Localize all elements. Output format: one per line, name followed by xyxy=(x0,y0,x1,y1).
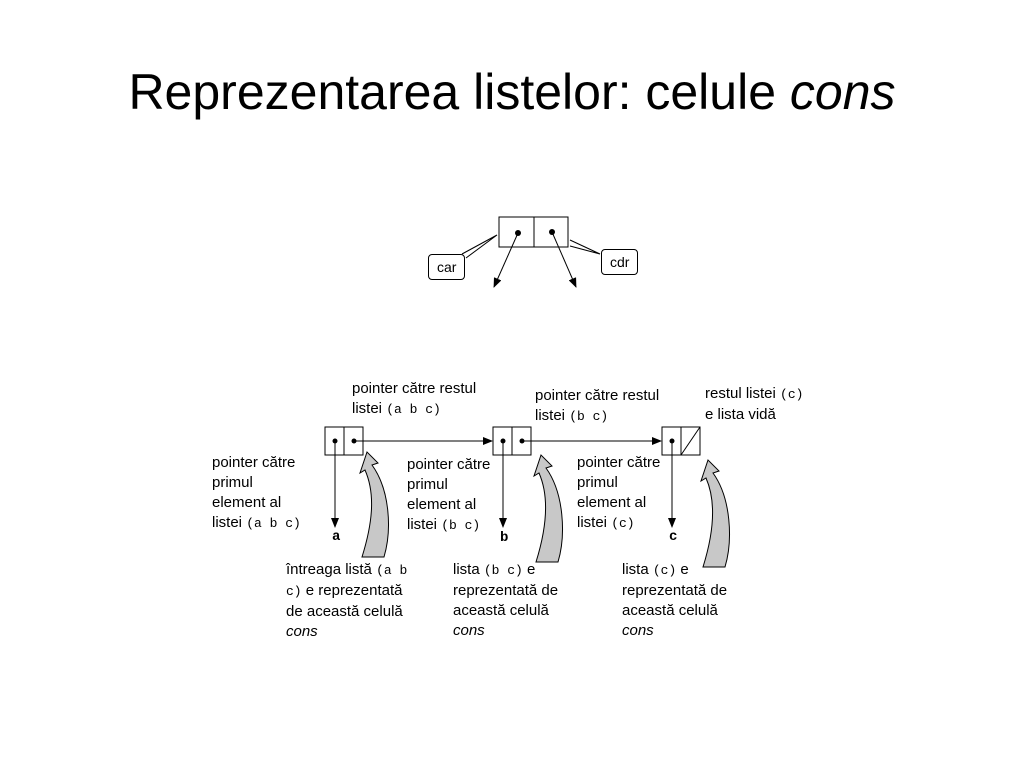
curved-arrow-2 xyxy=(533,454,563,563)
top-car-arrow xyxy=(493,232,519,288)
cons-cell-3 xyxy=(661,426,701,456)
rest-label-1: pointer către restul listei (a b c) xyxy=(352,380,477,417)
top-cell-car-box xyxy=(498,216,535,248)
title-emphasis: cons xyxy=(789,64,896,120)
first-label-1: pointer către primul element al listei (… xyxy=(212,454,301,531)
rest-label-3: restul listei (c) e lista vidă xyxy=(705,385,804,423)
whole-list-label-1: întreaga listă (a b c) e reprezentată de… xyxy=(286,561,408,640)
top-cdr-arrow xyxy=(551,231,577,288)
slide-title: Reprezentarea listelor: celule cons xyxy=(0,62,1024,122)
curved-arrow-3 xyxy=(700,459,730,568)
first-label-3: pointer către primul element al listei (… xyxy=(577,454,661,531)
whole-list-label-2: lista (b c) e reprezentată de această ce… xyxy=(453,561,559,639)
cdr-callout-tail xyxy=(569,239,601,255)
car-callout-tail xyxy=(461,234,498,259)
element-a: a xyxy=(332,529,341,545)
cdr-callout: cdr xyxy=(601,249,639,275)
car-callout: car xyxy=(428,254,466,280)
element-c: c xyxy=(669,529,678,545)
curved-arrow-1 xyxy=(359,451,389,558)
rest-label-2: pointer către restul listei (b c) xyxy=(535,387,660,424)
whole-list-label-3: lista (c) e reprezentată de această celu… xyxy=(622,561,728,639)
top-cons-cell xyxy=(461,216,601,288)
nil-slash xyxy=(680,426,701,456)
first-label-2: pointer către primul element al listei (… xyxy=(407,456,491,533)
element-b: b xyxy=(500,530,509,546)
title-main: Reprezentarea listelor: celule xyxy=(128,64,790,120)
